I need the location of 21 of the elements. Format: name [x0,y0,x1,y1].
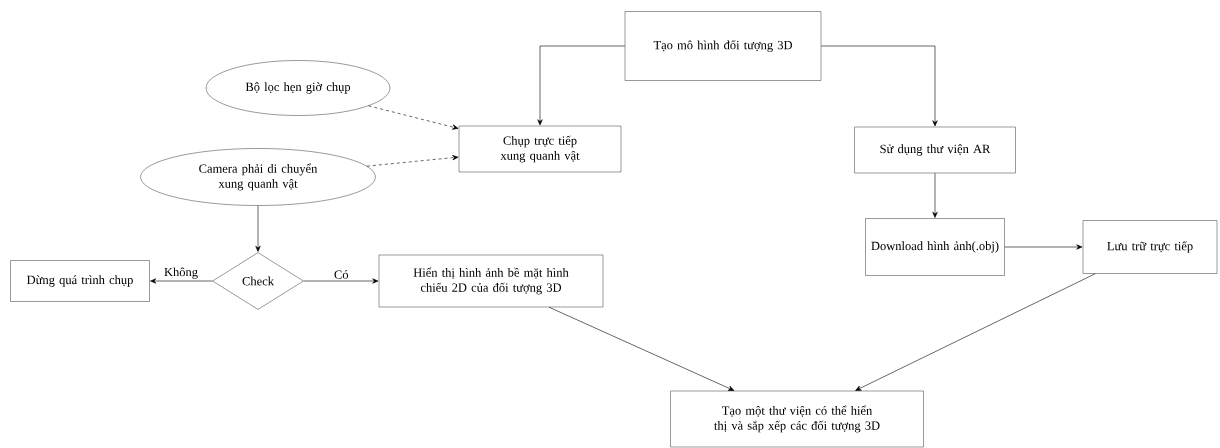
process-box: Tạo mô hình đối tượng 3D [624,11,822,81]
arrow [548,306,735,391]
process-box: Hiển thị hình ảnh bề mặt hình chiếu 2D của đối tượng 3D [378,254,604,308]
arrow [820,45,938,127]
arrow [255,205,261,252]
arrow [303,278,379,284]
process-box: Lưu trữ trực tiếp [1082,220,1218,274]
edge-label: Không [164,267,198,279]
process-box: Chụp trực tiếp xung quanh vật [458,125,622,173]
arrow [855,273,1096,391]
arrow [150,278,213,284]
process-box: Download hình ảnh(.obj) [865,218,1005,276]
edge-label: Có [334,270,349,279]
process-box: Sử dụng thư viện AR [854,126,1016,174]
process-box: Dừng quá trình chụp [10,260,150,302]
arrow [1004,244,1083,250]
arrow [537,45,626,126]
arrow [366,155,459,167]
arrow [368,105,459,130]
process-box: Tạo một thư viện có thể hiển thị và sắp xếp các đối tượng 3D [670,390,924,448]
arrow [932,172,938,218]
